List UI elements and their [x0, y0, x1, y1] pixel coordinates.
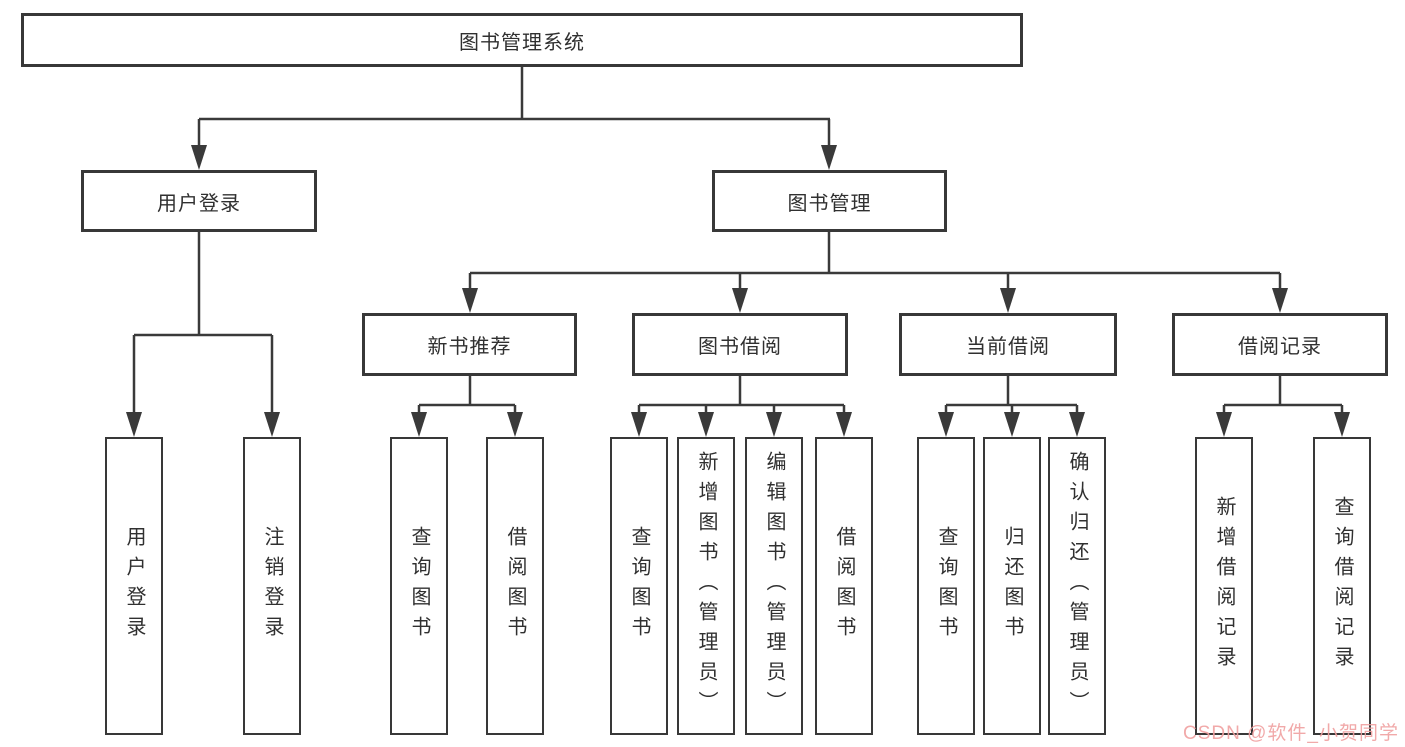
arrowhead [1272, 288, 1288, 313]
arrowhead [462, 288, 478, 313]
node-book-management: 图书管理 [712, 170, 947, 232]
node-label: 图书管理 [787, 192, 872, 215]
leaf-logout: 注销登录 [243, 437, 301, 735]
connector-path [132, 232, 274, 414]
leaf-label: 归还图书 [1001, 526, 1023, 646]
leaf-return-book: 归还图书 [983, 437, 1041, 735]
leaf-label: 用户登录 [123, 526, 145, 646]
leaf-label: 查询图书 [628, 526, 650, 646]
arrowhead [1216, 412, 1232, 437]
node-label: 图书借阅 [698, 336, 782, 358]
leaf-borrow-books-recommend: 借阅图书 [486, 437, 544, 735]
leaf-label: 注销登录 [261, 526, 283, 646]
connector-current-borrow-to-leaves [938, 376, 1085, 437]
leaf-label: 新增图书（管理员） [695, 451, 717, 721]
node-label: 用户登录 [157, 192, 241, 215]
leaf-label: 查询借阅记录 [1331, 496, 1353, 676]
node-label: 当前借阅 [966, 336, 1050, 358]
connector-path [1222, 376, 1344, 414]
arrowhead [264, 412, 280, 437]
leaf-add-borrow-record: 新增借阅记录 [1195, 437, 1253, 735]
leaf-borrow-books-borrow: 借阅图书 [815, 437, 873, 735]
arrowhead [938, 412, 954, 437]
connector-new-book-recommend-to-leaves [411, 376, 523, 437]
connector-user-login-to-leaves [126, 232, 280, 437]
arrowhead [1004, 412, 1020, 437]
node-label: 新书推荐 [427, 336, 512, 358]
node-label: 图书管理系统 [459, 31, 585, 54]
arrowhead [821, 145, 837, 170]
connector-path [417, 376, 517, 414]
arrowhead [507, 412, 523, 437]
leaf-query-borrow-record: 查询借阅记录 [1313, 437, 1371, 735]
connector-path [944, 376, 1079, 414]
leaf-label: 查询图书 [408, 526, 430, 646]
connector-borrow-records-to-leaves [1216, 376, 1350, 437]
node-new-book-recommend: 新书推荐 [362, 313, 577, 376]
leaf-label: 查询图书 [935, 526, 957, 646]
leaf-label: 新增借阅记录 [1213, 496, 1235, 676]
leaf-confirm-return-admin: 确认归还（管理员） [1048, 437, 1106, 735]
arrowhead [126, 412, 142, 437]
node-borrow-records: 借阅记录 [1172, 313, 1388, 376]
arrowhead [411, 412, 427, 437]
leaf-add-book-admin: 新增图书（管理员） [677, 437, 735, 735]
arrowhead [191, 145, 207, 170]
arrowhead [836, 412, 852, 437]
connector-book-management-to-level3 [462, 232, 1288, 313]
leaf-user-login: 用户登录 [105, 437, 163, 735]
connector-root-to-level2 [191, 67, 837, 170]
node-user-login: 用户登录 [81, 170, 317, 232]
arrowhead [732, 288, 748, 313]
leaf-label: 编辑图书（管理员） [763, 451, 785, 721]
arrowhead [766, 412, 782, 437]
node-book-borrow: 图书借阅 [632, 313, 848, 376]
leaf-query-books-current: 查询图书 [917, 437, 975, 735]
arrowhead [698, 412, 714, 437]
arrowhead [1069, 412, 1085, 437]
connector-path [637, 376, 846, 414]
connector-path [197, 67, 831, 146]
node-root-system: 图书管理系统 [21, 13, 1023, 67]
connector-path [468, 232, 1282, 290]
node-current-borrow: 当前借阅 [899, 313, 1117, 376]
leaf-query-books-borrow: 查询图书 [610, 437, 668, 735]
leaf-label: 借阅图书 [504, 526, 526, 646]
leaf-label: 借阅图书 [833, 526, 855, 646]
watermark: CSDN @软件_小贺同学 [1183, 723, 1399, 744]
arrowhead [1334, 412, 1350, 437]
leaf-label: 确认归还（管理员） [1066, 451, 1088, 721]
leaf-edit-book-admin: 编辑图书（管理员） [745, 437, 803, 735]
arrowhead [631, 412, 647, 437]
arrowhead [1000, 288, 1016, 313]
connector-book-borrow-to-leaves [631, 376, 852, 437]
node-label: 借阅记录 [1238, 336, 1322, 358]
leaf-query-books-recommend: 查询图书 [390, 437, 448, 735]
